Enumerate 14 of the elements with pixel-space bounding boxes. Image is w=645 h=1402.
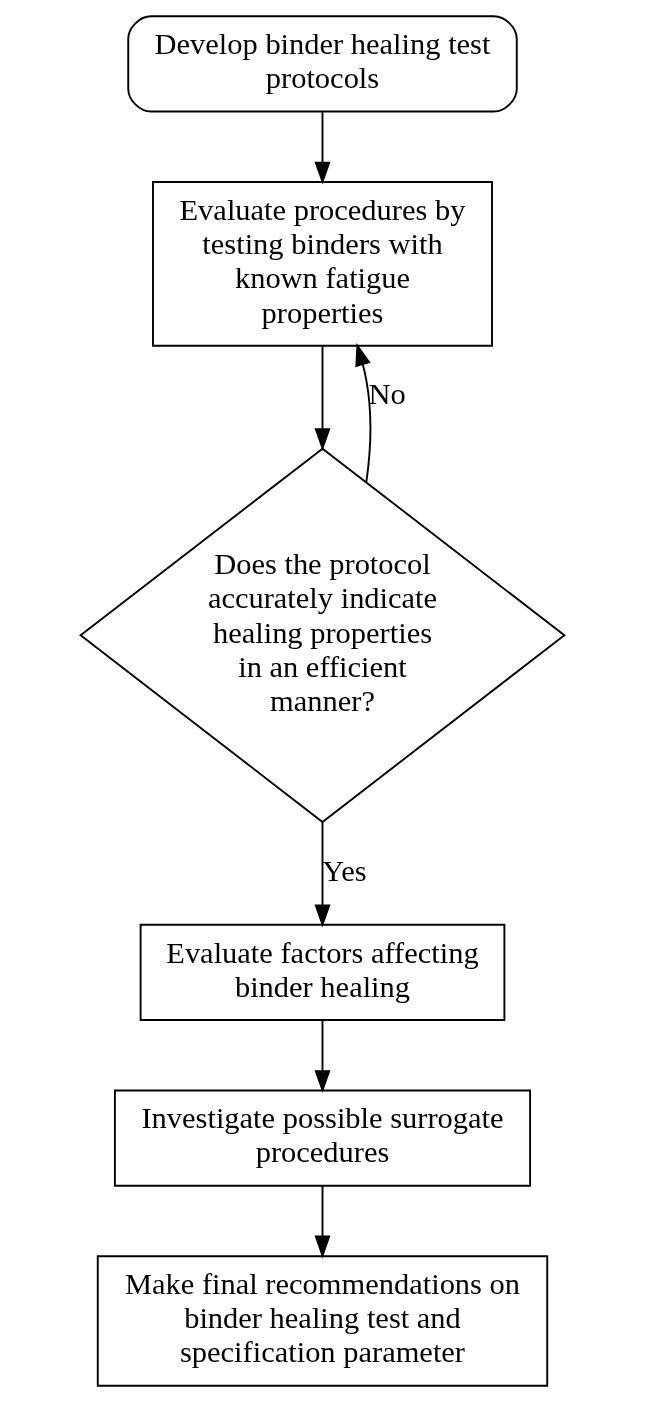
- node-box: Evaluate factors affecting binder healing: [139, 923, 506, 1021]
- node-diamond: Does the protocol accurately indicate healing properties in an efficient manner?: [79, 447, 566, 824]
- node-box: Evaluate procedures by testing binders with known fatigue properties: [152, 181, 493, 347]
- arrow: [355, 343, 372, 483]
- arrow: [314, 345, 331, 452]
- node-box: Develop binder healing test protocols: [127, 15, 518, 113]
- arrow: [314, 1019, 331, 1093]
- arrow: [314, 110, 331, 185]
- node-box: Investigate possible surrogate procedures: [113, 1089, 532, 1187]
- edge-label: No: [368, 377, 406, 412]
- edge-label: Yes: [322, 853, 367, 888]
- arrow: [314, 821, 331, 928]
- arrow: [314, 1185, 331, 1259]
- node-box: Make final recommendations on binder healing test and specification parameter: [96, 1255, 549, 1387]
